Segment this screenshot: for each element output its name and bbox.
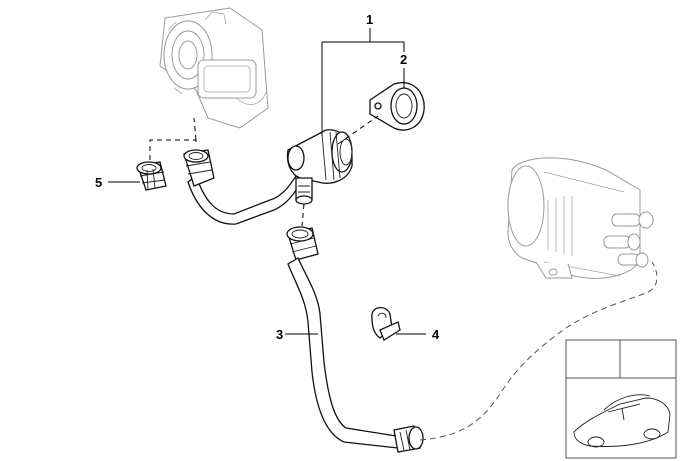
callout-2: 2 [400, 52, 407, 67]
throttle-body-reference [159, 7, 269, 129]
part-2-retaining-ring [369, 82, 425, 131]
part-4-hose-clip [371, 307, 401, 341]
routing-line-to-canister [419, 261, 658, 441]
callout-4: 4 [432, 327, 440, 342]
part-1-hose-with-valve [183, 129, 353, 225]
callout-1: 1 [366, 12, 373, 27]
part-3-fuel-hose [286, 226, 424, 453]
callout-3: 3 [276, 327, 283, 342]
callout-5: 5 [95, 175, 102, 190]
vehicle-location-thumbnail [565, 339, 677, 459]
part-5-adapter [136, 161, 167, 191]
fuel-canister-reference [507, 157, 654, 279]
leader-lines [108, 28, 426, 335]
